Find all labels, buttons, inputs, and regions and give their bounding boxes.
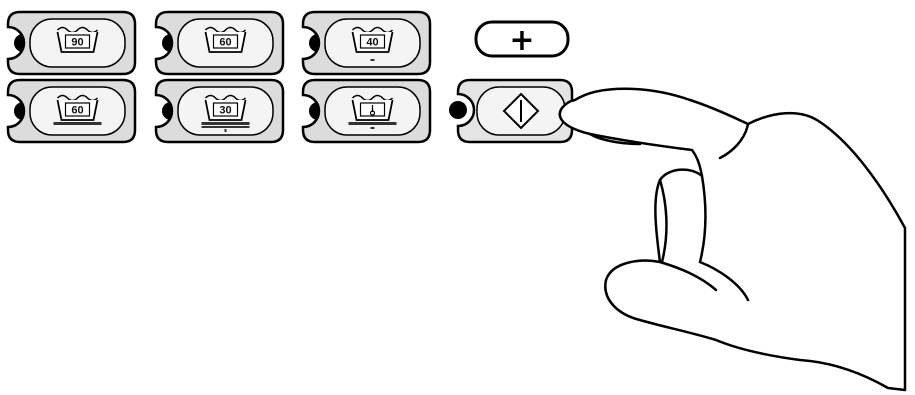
- program-temp-label: 60: [71, 105, 83, 117]
- program-button-1[interactable]: 90: [6, 10, 137, 76]
- start-pause-button[interactable]: [449, 78, 574, 144]
- wash-tub-icon: 60: [204, 26, 247, 53]
- wash-tub-icon: 60: [53, 94, 102, 125]
- program-button-5[interactable]: 30: [154, 78, 285, 144]
- program-buttons: 90 60 40 60 30: [6, 10, 432, 144]
- gentle-bar: [348, 122, 397, 125]
- gentle-bar: [53, 122, 102, 125]
- small-mark: [370, 59, 375, 61]
- plus-label: +: [509, 23, 534, 58]
- program-button-4[interactable]: 60: [6, 78, 137, 144]
- wash-tub-icon: 90: [56, 26, 99, 53]
- start-pause-diamond-icon: [502, 92, 540, 130]
- hand-pressing-icon: [558, 87, 907, 392]
- program-button-2[interactable]: 60: [154, 10, 285, 76]
- small-mark: [370, 127, 375, 129]
- gentle-bar: [201, 122, 250, 125]
- program-button-3[interactable]: 40: [301, 10, 432, 76]
- start-led: [449, 101, 467, 119]
- wash-tub-icon: [348, 94, 397, 129]
- program-temp-label: 60: [219, 37, 231, 49]
- program-temp-label: 40: [366, 37, 378, 49]
- wash-tub-icon: 40: [351, 26, 394, 61]
- program-temp-label: 30: [219, 105, 231, 117]
- wash-tub-icon: 30: [201, 94, 250, 132]
- program-button-6[interactable]: [301, 78, 432, 144]
- extra-plus-button[interactable]: +: [474, 20, 570, 58]
- program-temp-label: 90: [71, 37, 83, 49]
